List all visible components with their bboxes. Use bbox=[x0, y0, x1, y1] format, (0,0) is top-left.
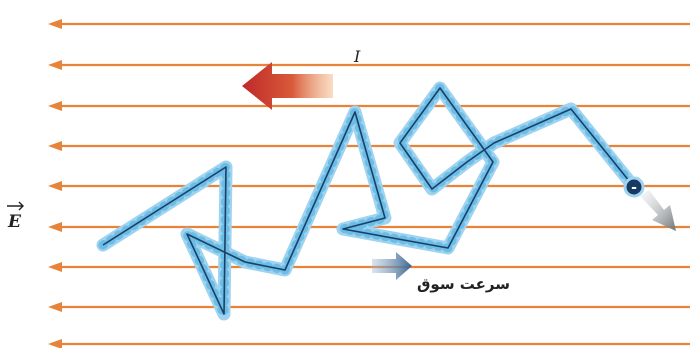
field-line bbox=[48, 339, 690, 348]
field-line bbox=[48, 101, 690, 111]
field-symbol: E bbox=[7, 212, 22, 232]
field-line bbox=[48, 302, 690, 312]
field-line bbox=[48, 60, 690, 70]
field-line bbox=[48, 19, 690, 29]
current-label: I bbox=[353, 47, 361, 66]
field-line bbox=[48, 262, 690, 272]
drift-velocity-label: سرعت سوق bbox=[417, 275, 510, 293]
field-label: E bbox=[7, 202, 23, 232]
electron-path bbox=[103, 88, 634, 314]
electron-charge: - bbox=[631, 180, 637, 196]
final-velocity-arrow bbox=[640, 190, 676, 231]
current-arrow bbox=[242, 62, 333, 110]
electron: - bbox=[625, 178, 643, 196]
drift-velocity-arrow bbox=[372, 252, 412, 280]
vector-arrow-icon bbox=[7, 202, 23, 210]
